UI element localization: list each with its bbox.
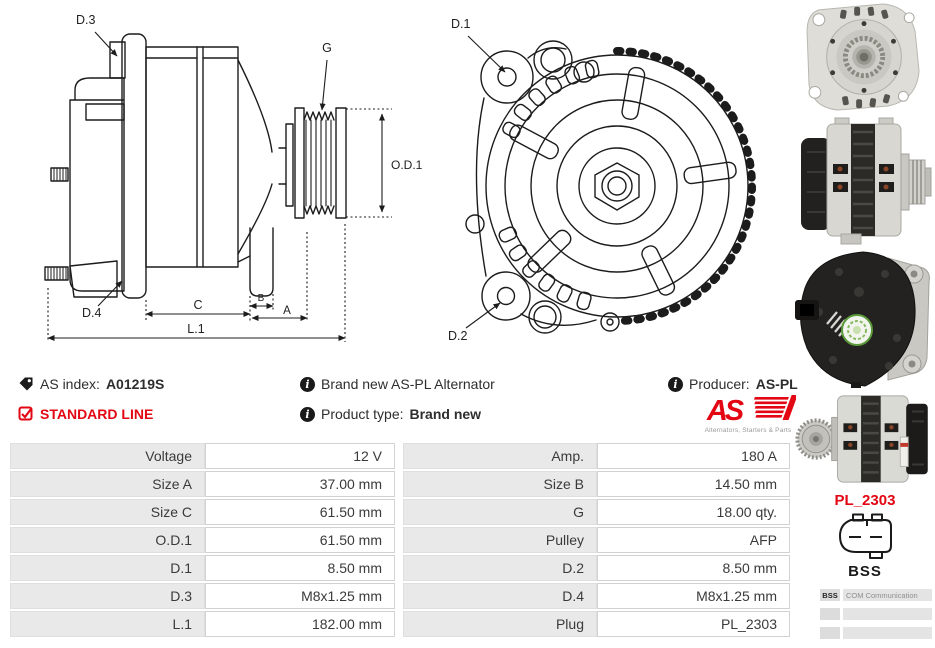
spec-label: Pulley — [403, 527, 597, 553]
plug-pin-row: BSS COM Communication — [820, 589, 932, 601]
spec-label: D.3 — [10, 583, 205, 609]
spec-label: Size A — [10, 471, 205, 497]
table-gap — [395, 611, 403, 637]
spec-value: 14.50 mm — [597, 471, 790, 497]
dim-label-d2: D.2 — [448, 329, 468, 343]
drawing-side-view — [44, 33, 347, 299]
plug-pin-cell: BSS — [820, 589, 840, 601]
as-index-value: A01219S — [105, 376, 165, 392]
plug-desc-cell — [843, 608, 932, 620]
plug-code-label: PL_2303 — [834, 492, 896, 509]
spec-value: 180 A — [597, 443, 790, 469]
spec-label: D.2 — [403, 555, 597, 581]
as-logo-tagline: Alternators, Starters & Parts — [704, 427, 792, 434]
dim-label-d4: D.4 — [82, 306, 102, 320]
drawing-side-labels: D.3 G O.D.1 D.4 C B A L.1 — [76, 13, 423, 336]
drawing-front-labels: D.1 D.2 — [448, 17, 471, 343]
info-icon: i — [668, 376, 683, 392]
product-photo-rear[interactable] — [793, 248, 935, 390]
spec-label: G — [403, 499, 597, 525]
product-photo-side-2[interactable] — [795, 388, 935, 490]
product-type-value: Brand new — [409, 406, 482, 422]
spec-value: AFP — [597, 527, 790, 553]
dim-label-d1: D.1 — [451, 17, 471, 31]
spec-label: O.D.1 — [10, 527, 205, 553]
product-type: i Product type: Brand new — [300, 406, 481, 422]
plug-desc-cell: COM Communication — [843, 589, 932, 601]
as-logo-text: AS — [706, 395, 745, 424]
dim-label-l1: L.1 — [187, 322, 204, 336]
spec-value: 61.50 mm — [205, 499, 395, 525]
tag-icon — [19, 377, 33, 391]
plug-pin-cell — [820, 627, 840, 639]
standard-line-label: STANDARD LINE — [40, 406, 154, 422]
table-gap — [395, 555, 403, 581]
dim-label-c: C — [193, 298, 202, 312]
table-gap — [395, 527, 403, 553]
plug-pin-table: BSS COM Communication — [820, 589, 932, 646]
spec-label: Voltage — [10, 443, 205, 469]
drawing-front-view — [465, 40, 756, 334]
spec-value: PL_2303 — [597, 611, 790, 637]
spec-value: 18.00 qty. — [597, 499, 790, 525]
as-index: AS index: A01219S — [18, 376, 164, 392]
spec-value: 8.50 mm — [597, 555, 790, 581]
product-photo-side[interactable] — [795, 112, 935, 246]
producer-value: AS-PL — [755, 376, 798, 392]
plug-connector-drawing — [839, 513, 892, 559]
spec-table: Voltage 12 V Amp. 180 A Size A 37.00 mm … — [10, 443, 790, 637]
spec-label: Amp. — [403, 443, 597, 469]
spec-value: 8.50 mm — [205, 555, 395, 581]
dim-label-d3: D.3 — [76, 13, 96, 27]
plug-pin-row — [820, 608, 932, 620]
spec-label: L.1 — [10, 611, 205, 637]
brand-new-note: i Brand new AS-PL Alternator — [300, 376, 495, 392]
dim-label-b: B — [258, 293, 265, 304]
info-icon: i — [300, 376, 315, 392]
plug-pin-cell — [820, 608, 840, 620]
plug-pin-row — [820, 627, 932, 639]
table-gap — [395, 471, 403, 497]
table-gap — [395, 583, 403, 609]
spec-label: D.4 — [403, 583, 597, 609]
product-photo-front[interactable] — [798, 2, 932, 112]
checkbox-checked-icon — [18, 406, 33, 421]
spec-value: 12 V — [205, 443, 395, 469]
as-logo-icon: AS — [706, 395, 798, 427]
plug-desc-cell — [843, 627, 932, 639]
producer-label: Producer: — [689, 376, 750, 392]
producer: i Producer: AS-PL — [668, 376, 798, 392]
product-type-label: Product type: — [321, 406, 404, 422]
drawing-front-dimensions — [465, 35, 506, 329]
dim-label-od1: O.D.1 — [391, 158, 423, 172]
spec-value: M8x1.25 mm — [597, 583, 790, 609]
spec-value: 182.00 mm — [205, 611, 395, 637]
spec-value: 37.00 mm — [205, 471, 395, 497]
table-gap — [395, 443, 403, 469]
spec-value: M8x1.25 mm — [205, 583, 395, 609]
drawing-side-dimensions — [47, 31, 392, 342]
spec-label: Size B — [403, 471, 597, 497]
table-gap — [395, 499, 403, 525]
standard-line-badge: STANDARD LINE — [18, 406, 153, 422]
spec-label: Size C — [10, 499, 205, 525]
dim-label-a: A — [283, 305, 291, 317]
spec-label: Plug — [403, 611, 597, 637]
dim-label-g: G — [322, 41, 332, 55]
plug-name-label: BSS — [848, 563, 882, 580]
spec-label: D.1 — [10, 555, 205, 581]
technical-drawings: D.3 G O.D.1 D.4 C B A L.1 — [44, 13, 756, 343]
brand-new-text: Brand new AS-PL Alternator — [321, 376, 495, 392]
as-index-label: AS index: — [40, 376, 100, 392]
info-icon: i — [300, 406, 315, 422]
as-pl-logo: AS Alternators, Starters & Parts — [698, 394, 798, 434]
spec-value: 61.50 mm — [205, 527, 395, 553]
